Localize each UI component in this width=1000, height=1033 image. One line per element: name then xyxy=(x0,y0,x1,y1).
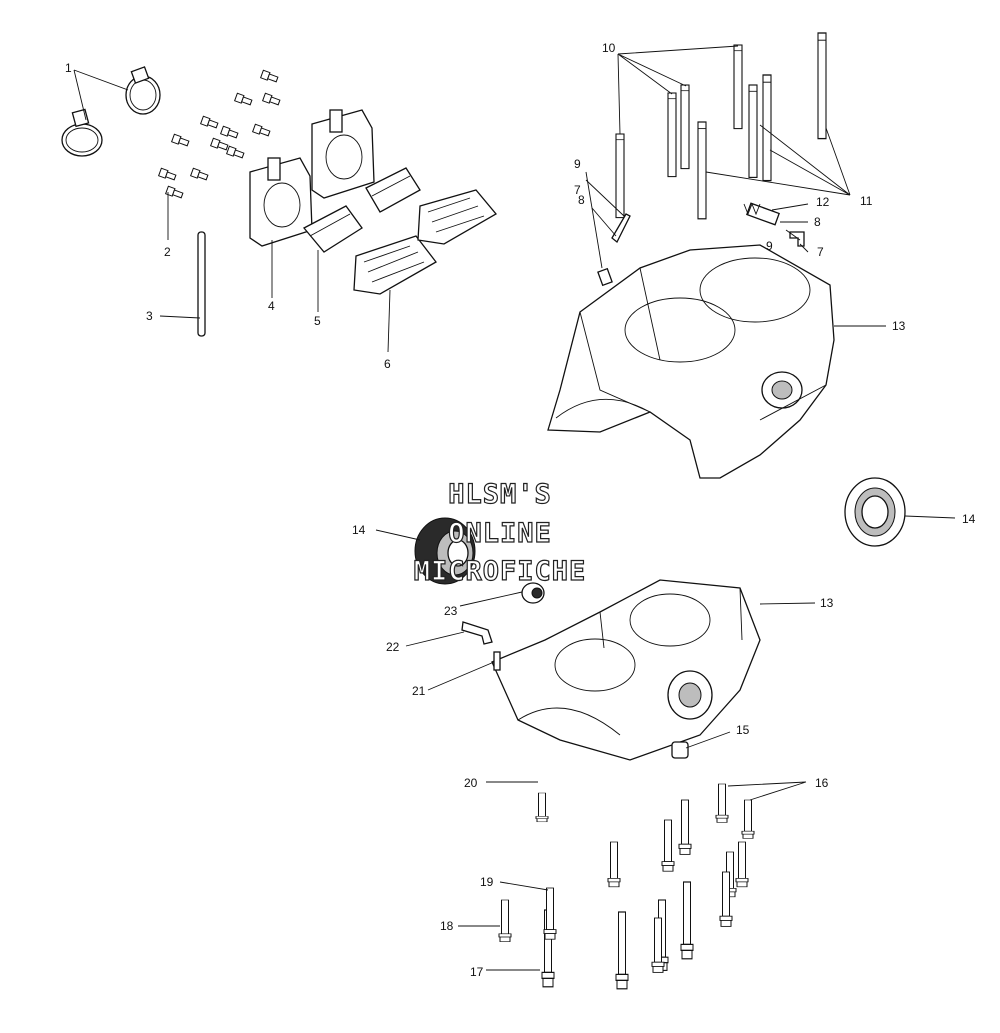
nipple-fitting-left xyxy=(597,267,613,287)
callout-4: 4 xyxy=(268,299,275,313)
callout-5: 5 xyxy=(314,314,321,328)
callout-6: 6 xyxy=(384,357,391,371)
oil-seal-left xyxy=(414,517,476,585)
cylinder-stud-group xyxy=(615,32,827,220)
callout-7-right: 7 xyxy=(817,245,824,259)
callout-9-left: 9 xyxy=(574,157,581,171)
crankcase-bolt-group xyxy=(498,783,755,990)
intake-flange-front xyxy=(249,157,313,247)
plug xyxy=(671,741,689,759)
intake-flange-rear xyxy=(311,109,375,199)
hose-fitting-left xyxy=(611,213,631,244)
callout-21: 21 xyxy=(412,684,426,698)
callout-labels: 1 2 3 4 5 6 7 8 9 10 11 12 8 9 7 13 14 1… xyxy=(65,41,976,979)
callout-8-right: 8 xyxy=(814,215,821,229)
callout-15: 15 xyxy=(736,723,750,737)
callout-7-left: 7 xyxy=(574,183,581,197)
callout-17: 17 xyxy=(470,965,484,979)
callout-12: 12 xyxy=(816,195,830,209)
callout-20: 20 xyxy=(464,776,478,790)
watermark-line-2: ONLINE xyxy=(448,518,552,549)
hose-clamp-small xyxy=(61,108,103,157)
bushing xyxy=(521,582,545,604)
reed-valve-front xyxy=(353,235,437,295)
callout-19: 19 xyxy=(480,875,494,889)
watermark: HLSM'S ONLINE MICROFICHE xyxy=(413,478,587,587)
hose-clamp-large xyxy=(125,66,161,115)
callout-16: 16 xyxy=(815,776,829,790)
crankcase-lower-half xyxy=(491,579,761,761)
crankcase-upper-half xyxy=(547,244,835,479)
oil-seal-right xyxy=(844,477,906,547)
watermark-line-3: MICROFICHE xyxy=(414,556,587,587)
deflector-front xyxy=(302,205,363,253)
callout-8-left: 8 xyxy=(578,193,585,207)
watermark-line-1: HLSM'S xyxy=(448,479,552,510)
elbow-fitting xyxy=(461,621,493,645)
callout-10: 10 xyxy=(602,41,616,55)
callout-9-right: 9 xyxy=(766,239,773,253)
callout-13-upper: 13 xyxy=(892,319,906,333)
callout-23: 23 xyxy=(444,604,458,618)
callout-2: 2 xyxy=(164,245,171,259)
rod xyxy=(197,231,206,337)
callout-3: 3 xyxy=(146,309,153,323)
callout-11: 11 xyxy=(860,194,873,208)
oil-pump-shaft xyxy=(743,202,780,226)
callout-14-right: 14 xyxy=(962,512,976,526)
callout-22: 22 xyxy=(386,640,400,654)
reed-valve-rear xyxy=(417,189,497,245)
callout-13-lower: 13 xyxy=(820,596,834,610)
callout-1: 1 xyxy=(65,61,72,75)
leader-lines xyxy=(73,45,956,971)
callout-14-left: 14 xyxy=(352,523,366,537)
callout-18: 18 xyxy=(440,919,454,933)
deflector-rear xyxy=(365,167,421,213)
